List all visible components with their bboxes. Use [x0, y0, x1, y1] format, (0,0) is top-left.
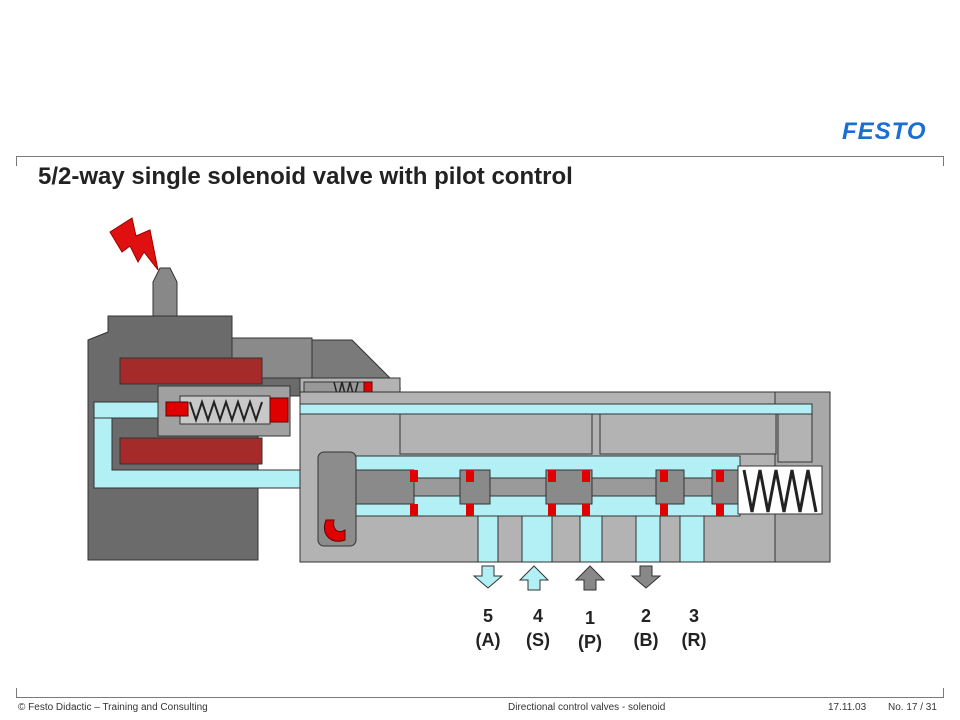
header-rule-tick-right	[943, 156, 944, 166]
port-channel-4	[521, 515, 553, 563]
page-title: 5/2-way single solenoid valve with pilot…	[38, 163, 573, 190]
supply-arrow-1	[574, 565, 606, 591]
port-label-3: 3 (R)	[664, 604, 724, 652]
spool-seal	[716, 470, 724, 482]
footer-topic: Directional control valves - solenoid	[508, 702, 666, 713]
spool-land-2	[459, 469, 491, 505]
outlet-arrow-2	[630, 565, 662, 589]
port-label-1: 1 (P)	[560, 606, 620, 654]
exhaust-arrow-5	[472, 565, 504, 589]
festo-logo: FESTO	[842, 118, 927, 145]
header-rule	[16, 156, 944, 157]
port-label-5: 5 (A)	[458, 604, 518, 652]
spool-seal	[466, 504, 474, 516]
footer-rule-tick-left	[16, 688, 17, 698]
spool-seal	[548, 470, 556, 482]
port-code: (S)	[526, 630, 550, 650]
coil-upper	[119, 357, 263, 385]
upper-block-1	[399, 413, 593, 455]
port-label-2: 2 (B)	[616, 604, 676, 652]
footer-rule-tick-right	[943, 688, 944, 698]
spool-seal	[582, 504, 590, 516]
spool-seal	[660, 504, 668, 516]
spool-seal	[466, 470, 474, 482]
spool-seal	[582, 470, 590, 482]
spool-seal	[410, 470, 418, 482]
footer-copyright: © Festo Didactic – Training and Consulti…	[18, 702, 208, 713]
armature-seal-right	[269, 397, 289, 423]
port-code: (R)	[681, 630, 707, 650]
electric-signal-icon	[109, 217, 159, 271]
footer-rule	[16, 697, 944, 698]
spool-seal	[410, 504, 418, 516]
footer-date: 17.11.03	[828, 702, 867, 713]
armature-spring	[189, 398, 263, 424]
spool-seal	[716, 504, 724, 516]
port-number: 1	[584, 608, 595, 628]
port-channel-3	[679, 515, 705, 563]
manual-override-pin	[152, 267, 178, 317]
coil-lower	[119, 437, 263, 465]
armature-seal	[165, 401, 189, 417]
port-code: (B)	[633, 630, 659, 650]
spool-seal	[548, 504, 556, 516]
port-number: 5	[482, 606, 493, 626]
port-number: 2	[640, 606, 651, 626]
header-rule-tick-left	[16, 156, 17, 166]
port-code: (P)	[578, 632, 602, 652]
spool-land-1	[355, 469, 415, 505]
port-code: (A)	[475, 630, 501, 650]
port-channel-2	[635, 515, 661, 563]
port-label-4: 4 (S)	[508, 604, 568, 652]
footer-page: No. 17 / 31	[888, 702, 937, 713]
port-channel-5	[477, 515, 499, 563]
port-channel-1	[579, 515, 603, 563]
upper-pilot-channel	[299, 403, 813, 415]
exhaust-arrow-4	[518, 565, 550, 591]
port-number: 4	[532, 606, 543, 626]
spool-seal	[660, 470, 668, 482]
upper-block-2	[599, 413, 777, 455]
piston-seal	[324, 519, 346, 542]
spool-land-5	[711, 469, 739, 505]
return-spring	[742, 469, 818, 513]
end-cap-window	[777, 413, 813, 463]
port-number: 3	[688, 606, 699, 626]
